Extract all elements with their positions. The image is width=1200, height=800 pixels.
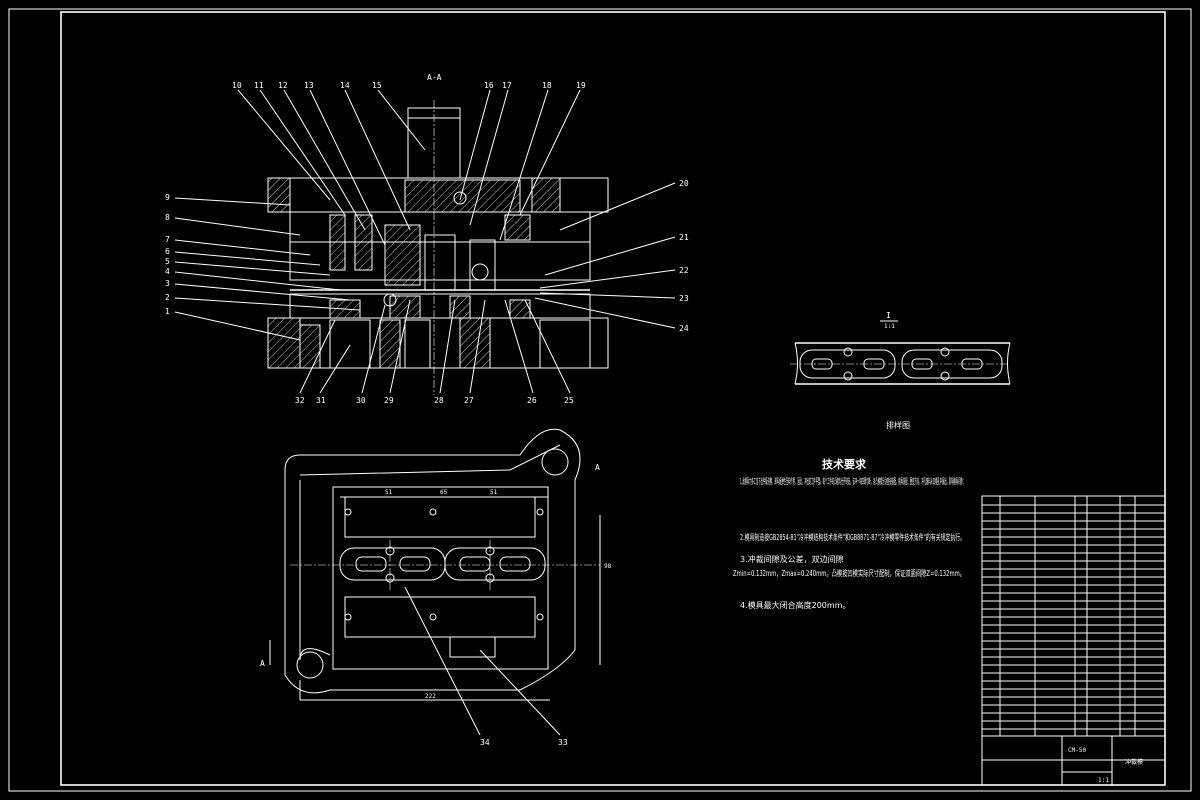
callout: 17: [502, 81, 512, 90]
callout: 28: [434, 396, 444, 405]
outer-border: [8, 8, 1192, 792]
callout: 8: [165, 213, 170, 222]
tech-req-title: 技术要求: [822, 457, 867, 471]
parts-list-table: [981, 495, 1166, 737]
tech-req-item-2: 2.模具制造按GB2854-81"冷冲模结构技术条件"和GB8871-87"冷冲…: [740, 532, 965, 542]
callout: 12: [278, 81, 288, 90]
dim-top-1: 51: [385, 489, 393, 496]
callouts-bottom: 32 31 30 29 28 27 26 25: [295, 396, 574, 405]
callout: 19: [576, 81, 586, 90]
callout: 20: [679, 179, 689, 188]
section-mark-a1: A: [260, 659, 265, 668]
section-view: A-A: [165, 73, 689, 405]
dim-side: 98: [604, 563, 612, 570]
callouts-right: 20 21 22 23 24: [679, 179, 689, 333]
callout: 4: [165, 267, 170, 276]
detail-scale: 1:1: [884, 323, 895, 330]
guide-hole-top: [541, 448, 569, 476]
plan-callout-34: 34: [480, 738, 490, 747]
callout: 14: [340, 81, 350, 90]
callout: 2: [165, 293, 170, 302]
callout: 6: [165, 247, 170, 256]
callout: 31: [316, 396, 326, 405]
stripper-plate: [289, 241, 591, 281]
drawing-scale: 1:1: [1098, 777, 1109, 784]
callout: 1: [165, 307, 170, 316]
callout: 26: [527, 396, 537, 405]
callout: 22: [679, 266, 689, 275]
callout: 29: [384, 396, 394, 405]
callout: 30: [356, 396, 366, 405]
tech-req-item-1: 1.此模具为多工位下出件级进模，卸料板弹性压料作用，因此，冲出的工件平整。每个工…: [740, 476, 965, 486]
section-title: A-A: [427, 73, 442, 82]
callouts-top: 10 11 12 13 14 15 16 17 18 19: [232, 81, 586, 90]
dim-top-2: 65: [440, 489, 448, 496]
section-leaders: [174, 89, 676, 394]
drawing-name: 冲裁模: [1125, 758, 1143, 766]
callout: 10: [232, 81, 242, 90]
callout: 32: [295, 396, 305, 405]
plan-callout-33: 33: [558, 738, 568, 747]
callout: 9: [165, 193, 170, 202]
guide-hole-bottom: [296, 651, 324, 679]
callout: 21: [679, 233, 689, 242]
title-block: CM-50 冲裁模 1:1: [981, 735, 1166, 786]
callout: 11: [254, 81, 264, 90]
tech-req-item-5: 4.模具最大闭合高度200mm。: [740, 600, 851, 610]
callout: 24: [679, 324, 689, 333]
callout: 5: [165, 257, 170, 266]
section-mark-a2: A: [595, 463, 600, 472]
callout: 18: [542, 81, 552, 90]
detail-label: I: [886, 311, 891, 320]
callout: 25: [564, 396, 574, 405]
dim-top-3: 51: [490, 489, 498, 496]
stripper-outline: [332, 486, 549, 670]
plan-view: 51 65 51 98 222 A A 34 33: [260, 428, 612, 747]
callout: 27: [464, 396, 474, 405]
callouts-left: 9 8 7 6 5 4 3 2 1: [165, 193, 170, 316]
tech-requirements: 技术要求 1.此模具为多工位下出件级进模，卸料板弹性压料作用，因此，冲出的工件平…: [733, 457, 965, 610]
callout: 15: [372, 81, 382, 90]
die-outline: [284, 428, 581, 694]
strip-layout-view: I 1:1 排样图: [790, 311, 1011, 430]
callout: 7: [165, 235, 170, 244]
drawing-number: CM-50: [1068, 747, 1086, 754]
callout: 23: [679, 294, 689, 303]
inner-border: [60, 11, 1166, 786]
strip-layout-caption: 排样图: [886, 420, 910, 430]
callout: 13: [304, 81, 314, 90]
tech-req-item-4: Zmin=0.132mm，Zmax=0.240mm。凸模按凹模实际尺寸配制，保证…: [733, 568, 965, 578]
tech-req-item-3: 3.冲裁间隙及公差，双边间隙: [740, 554, 844, 564]
callout: 3: [165, 279, 170, 288]
callout: 16: [484, 81, 494, 90]
dim-width: 222: [425, 693, 436, 700]
